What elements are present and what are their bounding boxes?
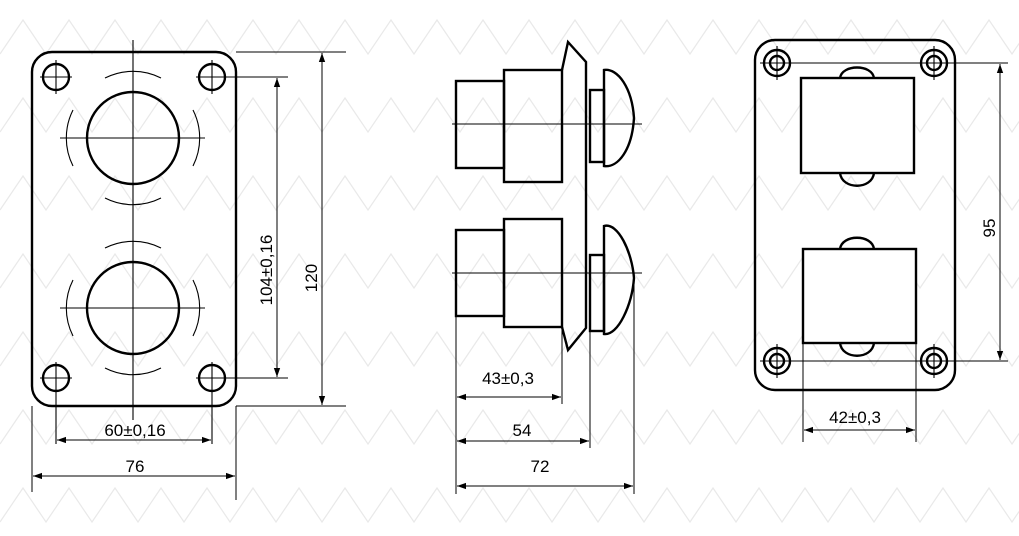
- back-contact-block-upper: [799, 66, 916, 187]
- watermark-zigzag: [0, 486, 1019, 524]
- dim-label-front-height: 120: [302, 264, 321, 292]
- side-button-upper: [588, 68, 636, 168]
- back-contact-block-lower: [801, 236, 918, 357]
- dim-label-side-mid: 54: [513, 421, 532, 440]
- side-flange: [560, 39, 588, 353]
- dim-label-front-hole-v: 104±0,16: [257, 235, 276, 306]
- back-centerlines: [760, 46, 1008, 378]
- side-upper-block: [454, 68, 564, 184]
- front-mounting-holes: [41, 62, 227, 393]
- back-housing-outline: [753, 38, 957, 392]
- front-centerlines: [40, 40, 288, 444]
- watermark-zigzag: [0, 330, 1019, 368]
- side-extension-lines: [455, 278, 635, 494]
- watermark-zigzag: [0, 174, 1019, 212]
- back-view: 95 42±0,3: [753, 38, 1008, 442]
- dim-label-side-total: 72: [531, 457, 550, 476]
- front-view: 60±0,16 76 104±0,16 120: [30, 40, 346, 500]
- dim-label-front-hole-h: 60±0,16: [104, 421, 165, 440]
- watermark-zigzag: [0, 18, 1019, 56]
- front-extension-lines: [31, 51, 346, 500]
- dim-label-back-hole-v: 95: [980, 219, 999, 238]
- back-extension-lines: [802, 343, 917, 442]
- front-housing-outline: [30, 50, 238, 408]
- side-centerlines: [452, 123, 642, 274]
- side-button-lower: [588, 224, 636, 336]
- dim-label-front-width: 76: [126, 457, 145, 476]
- dim-label-back-hole-h: 42±0,3: [829, 408, 881, 427]
- dim-label-side-body: 43±0,3: [482, 369, 534, 388]
- side-view: 43±0,3 54 72: [452, 39, 642, 494]
